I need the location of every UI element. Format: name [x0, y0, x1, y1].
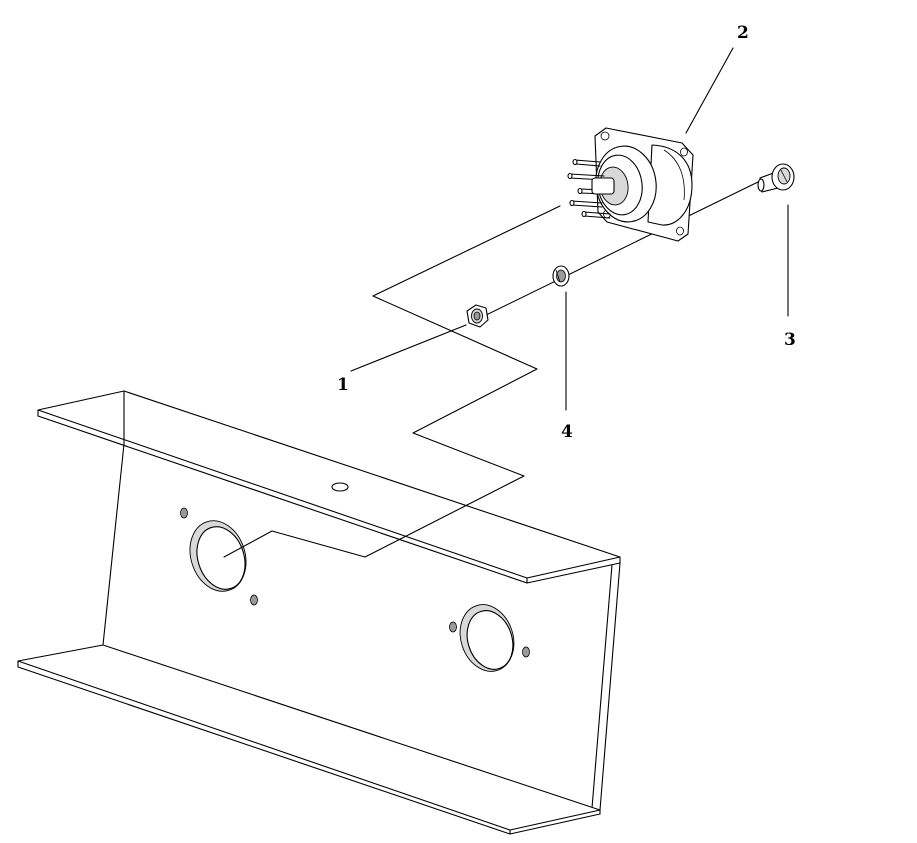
- callout-4: 4: [561, 422, 573, 442]
- callout-1: 1: [337, 375, 349, 395]
- callout-3: 3: [784, 330, 796, 350]
- channel-web-left-edge: [102, 443, 125, 646]
- flange-hole-top-right: [680, 147, 688, 157]
- screw-hole-left-bottom: [250, 594, 258, 606]
- connector-assembly-path: [223, 205, 561, 558]
- mounting-hole-right: [459, 604, 515, 672]
- connector-rear-body: [647, 144, 693, 226]
- channel-web-right-edge: [599, 562, 621, 811]
- leader-lines: [350, 47, 789, 411]
- flange-hole-bottom-right: [676, 226, 684, 236]
- electrical-connector: [567, 127, 694, 242]
- lock-washer: [552, 265, 570, 287]
- callout-2: 2: [737, 23, 749, 43]
- flange-hole-top-left: [600, 131, 610, 141]
- mounting-hole-left: [189, 520, 247, 592]
- leader-line-2: [685, 47, 734, 134]
- channel-top-slot: [331, 482, 349, 492]
- channel-top-flange: [37, 390, 621, 579]
- screw-hole-left-top: [180, 507, 188, 519]
- connector-pins: [567, 158, 615, 219]
- screw: [757, 163, 795, 193]
- leader-line-1: [350, 324, 467, 372]
- screw-hole-right-bottom: [522, 646, 530, 658]
- screw-hole-right-top: [449, 621, 457, 633]
- channel-bottom-flange: [17, 644, 601, 831]
- hex-nut: [466, 304, 489, 328]
- fastener-axis-line: [479, 181, 759, 319]
- assembly-path-lines: [223, 181, 759, 558]
- channel-bracket: [17, 390, 621, 835]
